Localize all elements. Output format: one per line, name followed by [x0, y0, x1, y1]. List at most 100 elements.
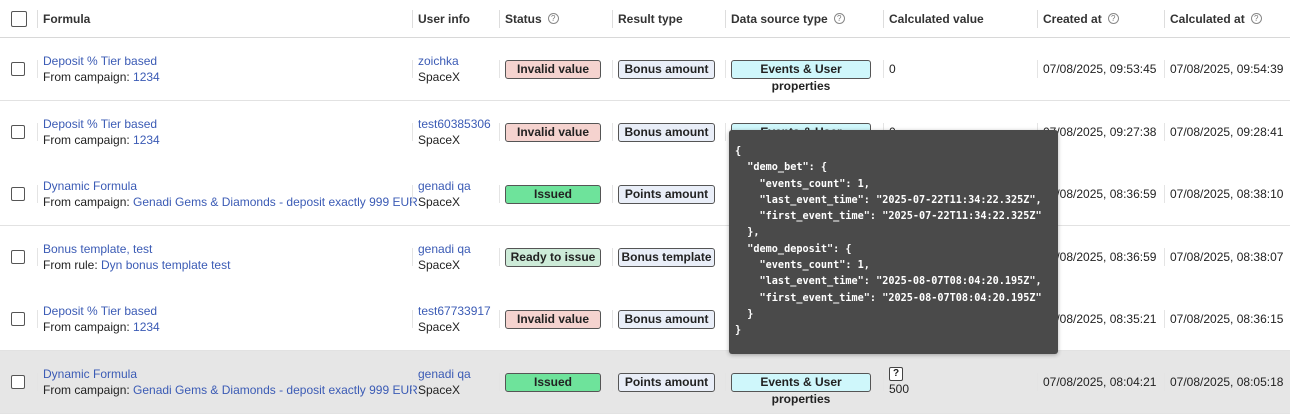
column-divider [1164, 373, 1165, 391]
user-info-cell: genadi qa SpaceX [412, 163, 471, 225]
formula-title-link[interactable]: Dynamic Formula [43, 367, 138, 381]
created-at-value: 07/08/2025, 08:35:21 [1043, 312, 1157, 326]
source-link[interactable]: Genadi Gems & Diamonds - deposit exactly… [133, 195, 418, 209]
row-checkbox[interactable] [11, 375, 25, 389]
table-header: Formula User info Status? Result type Da… [0, 0, 1290, 38]
column-divider [37, 185, 38, 203]
data-source-badge[interactable]: Events & User properties [731, 372, 871, 406]
company-name: SpaceX [418, 383, 461, 397]
user-link[interactable]: genadi qa [418, 242, 471, 256]
help-icon[interactable]: ? [889, 367, 903, 381]
source-label: From campaign: [43, 383, 134, 397]
calculated-at-cell: 07/08/2025, 08:05:18 [1164, 351, 1283, 413]
formula-title-link[interactable]: Deposit % Tier based [43, 117, 158, 131]
source-label: From campaign: [43, 133, 134, 147]
formula-cell: Deposit % Tier based From campaign: 1234 [37, 38, 160, 100]
column-divider [1164, 248, 1165, 266]
user-link[interactable]: zoichka [418, 54, 459, 68]
user-link[interactable]: genadi qa [418, 179, 471, 193]
help-icon[interactable]: ? [1250, 13, 1262, 24]
table-row[interactable]: Deposit % Tier based From campaign: 1234… [0, 38, 1290, 101]
column-divider [612, 123, 613, 141]
status-cell: Invalid value [499, 38, 601, 100]
column-divider [37, 248, 38, 266]
user-link[interactable]: genadi qa [418, 367, 471, 381]
table-row[interactable]: Deposit % Tier based From campaign: 1234… [0, 288, 1290, 351]
result-type-badge: Bonus amount [618, 122, 715, 142]
column-divider [37, 60, 38, 78]
column-divider [37, 10, 38, 28]
created-at-cell: 07/08/2025, 09:53:45 [1037, 38, 1156, 100]
column-divider [725, 123, 726, 141]
col-data-source-type[interactable]: Data source type? [725, 0, 845, 37]
column-divider [37, 310, 38, 328]
col-status-label: Status [505, 11, 542, 26]
row-checkbox[interactable] [11, 125, 25, 139]
col-result-type[interactable]: Result type [612, 0, 683, 37]
user-info-cell: test67733917 SpaceX [412, 288, 491, 350]
col-status[interactable]: Status? [499, 0, 559, 37]
source-link[interactable]: 1234 [133, 133, 160, 147]
col-data-source-type-label: Data source type [731, 11, 828, 26]
table-row[interactable]: Bonus template, test From rule: Dyn bonu… [0, 226, 1290, 289]
source-link[interactable]: 1234 [133, 70, 160, 84]
status-cell: Issued [499, 351, 601, 413]
column-divider [725, 10, 726, 28]
source-link[interactable]: 1234 [133, 320, 160, 334]
status-cell: Invalid value [499, 288, 601, 350]
column-divider [883, 10, 884, 28]
created-at-value: 07/08/2025, 09:27:38 [1043, 125, 1157, 139]
created-at-value: 07/08/2025, 08:36:59 [1043, 250, 1157, 264]
status-cell: Issued [499, 163, 601, 225]
source-link[interactable]: Genadi Gems & Diamonds - deposit exactly… [133, 383, 418, 397]
col-user-info-label: User info [418, 11, 471, 26]
table-row[interactable]: Deposit % Tier based From campaign: 1234… [0, 101, 1290, 164]
col-created-at[interactable]: Created at? [1037, 0, 1119, 37]
col-calculated-value[interactable]: Calculated value [883, 0, 984, 37]
column-divider [37, 373, 38, 391]
column-divider [612, 310, 613, 328]
formula-title-link[interactable]: Deposit % Tier based [43, 54, 158, 68]
calculated-value-tooltip: { "demo_bet": { "events_count": 1, "last… [729, 130, 1058, 354]
column-divider [412, 373, 413, 391]
column-divider [1164, 60, 1165, 78]
column-divider [1037, 60, 1038, 78]
column-divider [725, 373, 726, 391]
row-checkbox[interactable] [11, 250, 25, 264]
column-divider [883, 373, 884, 391]
column-divider [499, 185, 500, 203]
column-divider [499, 310, 500, 328]
help-icon[interactable]: ? [833, 13, 845, 24]
formula-title-link[interactable]: Bonus template, test [43, 242, 153, 256]
calculated-value: 500 [889, 382, 910, 396]
user-link[interactable]: test67733917 [418, 304, 491, 318]
column-divider [612, 60, 613, 78]
data-source-badge[interactable]: Events & User properties [731, 59, 871, 93]
row-checkbox[interactable] [11, 187, 25, 201]
calculated-value: 0 [889, 62, 896, 76]
col-formula[interactable]: Formula [37, 0, 90, 37]
select-all-checkbox[interactable] [11, 11, 27, 27]
column-divider [1164, 185, 1165, 203]
user-link[interactable]: test60385306 [418, 117, 491, 131]
table-row[interactable]: Dynamic Formula From campaign: Genadi Ge… [0, 351, 1290, 414]
help-icon[interactable]: ? [547, 13, 559, 24]
formula-cell: Deposit % Tier based From campaign: 1234 [37, 288, 160, 350]
formula-title-link[interactable]: Dynamic Formula [43, 179, 138, 193]
formula-cell: Dynamic Formula From campaign: Genadi Ge… [37, 163, 418, 225]
row-checkbox[interactable] [11, 62, 25, 76]
calculated-at-cell: 07/08/2025, 08:38:10 [1164, 163, 1283, 225]
company-name: SpaceX [418, 195, 461, 209]
source-link[interactable]: Dyn bonus template test [101, 258, 231, 272]
column-divider [612, 185, 613, 203]
result-type-cell: Points amount [612, 351, 715, 413]
result-type-cell: Points amount [612, 163, 715, 225]
table-row[interactable]: Dynamic Formula From campaign: Genadi Ge… [0, 163, 1290, 226]
col-user-info[interactable]: User info [412, 0, 471, 37]
col-calculated-at[interactable]: Calculated at? [1164, 0, 1262, 37]
column-divider [412, 123, 413, 141]
row-checkbox[interactable] [11, 312, 25, 326]
formula-title-link[interactable]: Deposit % Tier based [43, 304, 158, 318]
help-icon[interactable]: ? [1107, 13, 1119, 24]
column-divider [499, 248, 500, 266]
